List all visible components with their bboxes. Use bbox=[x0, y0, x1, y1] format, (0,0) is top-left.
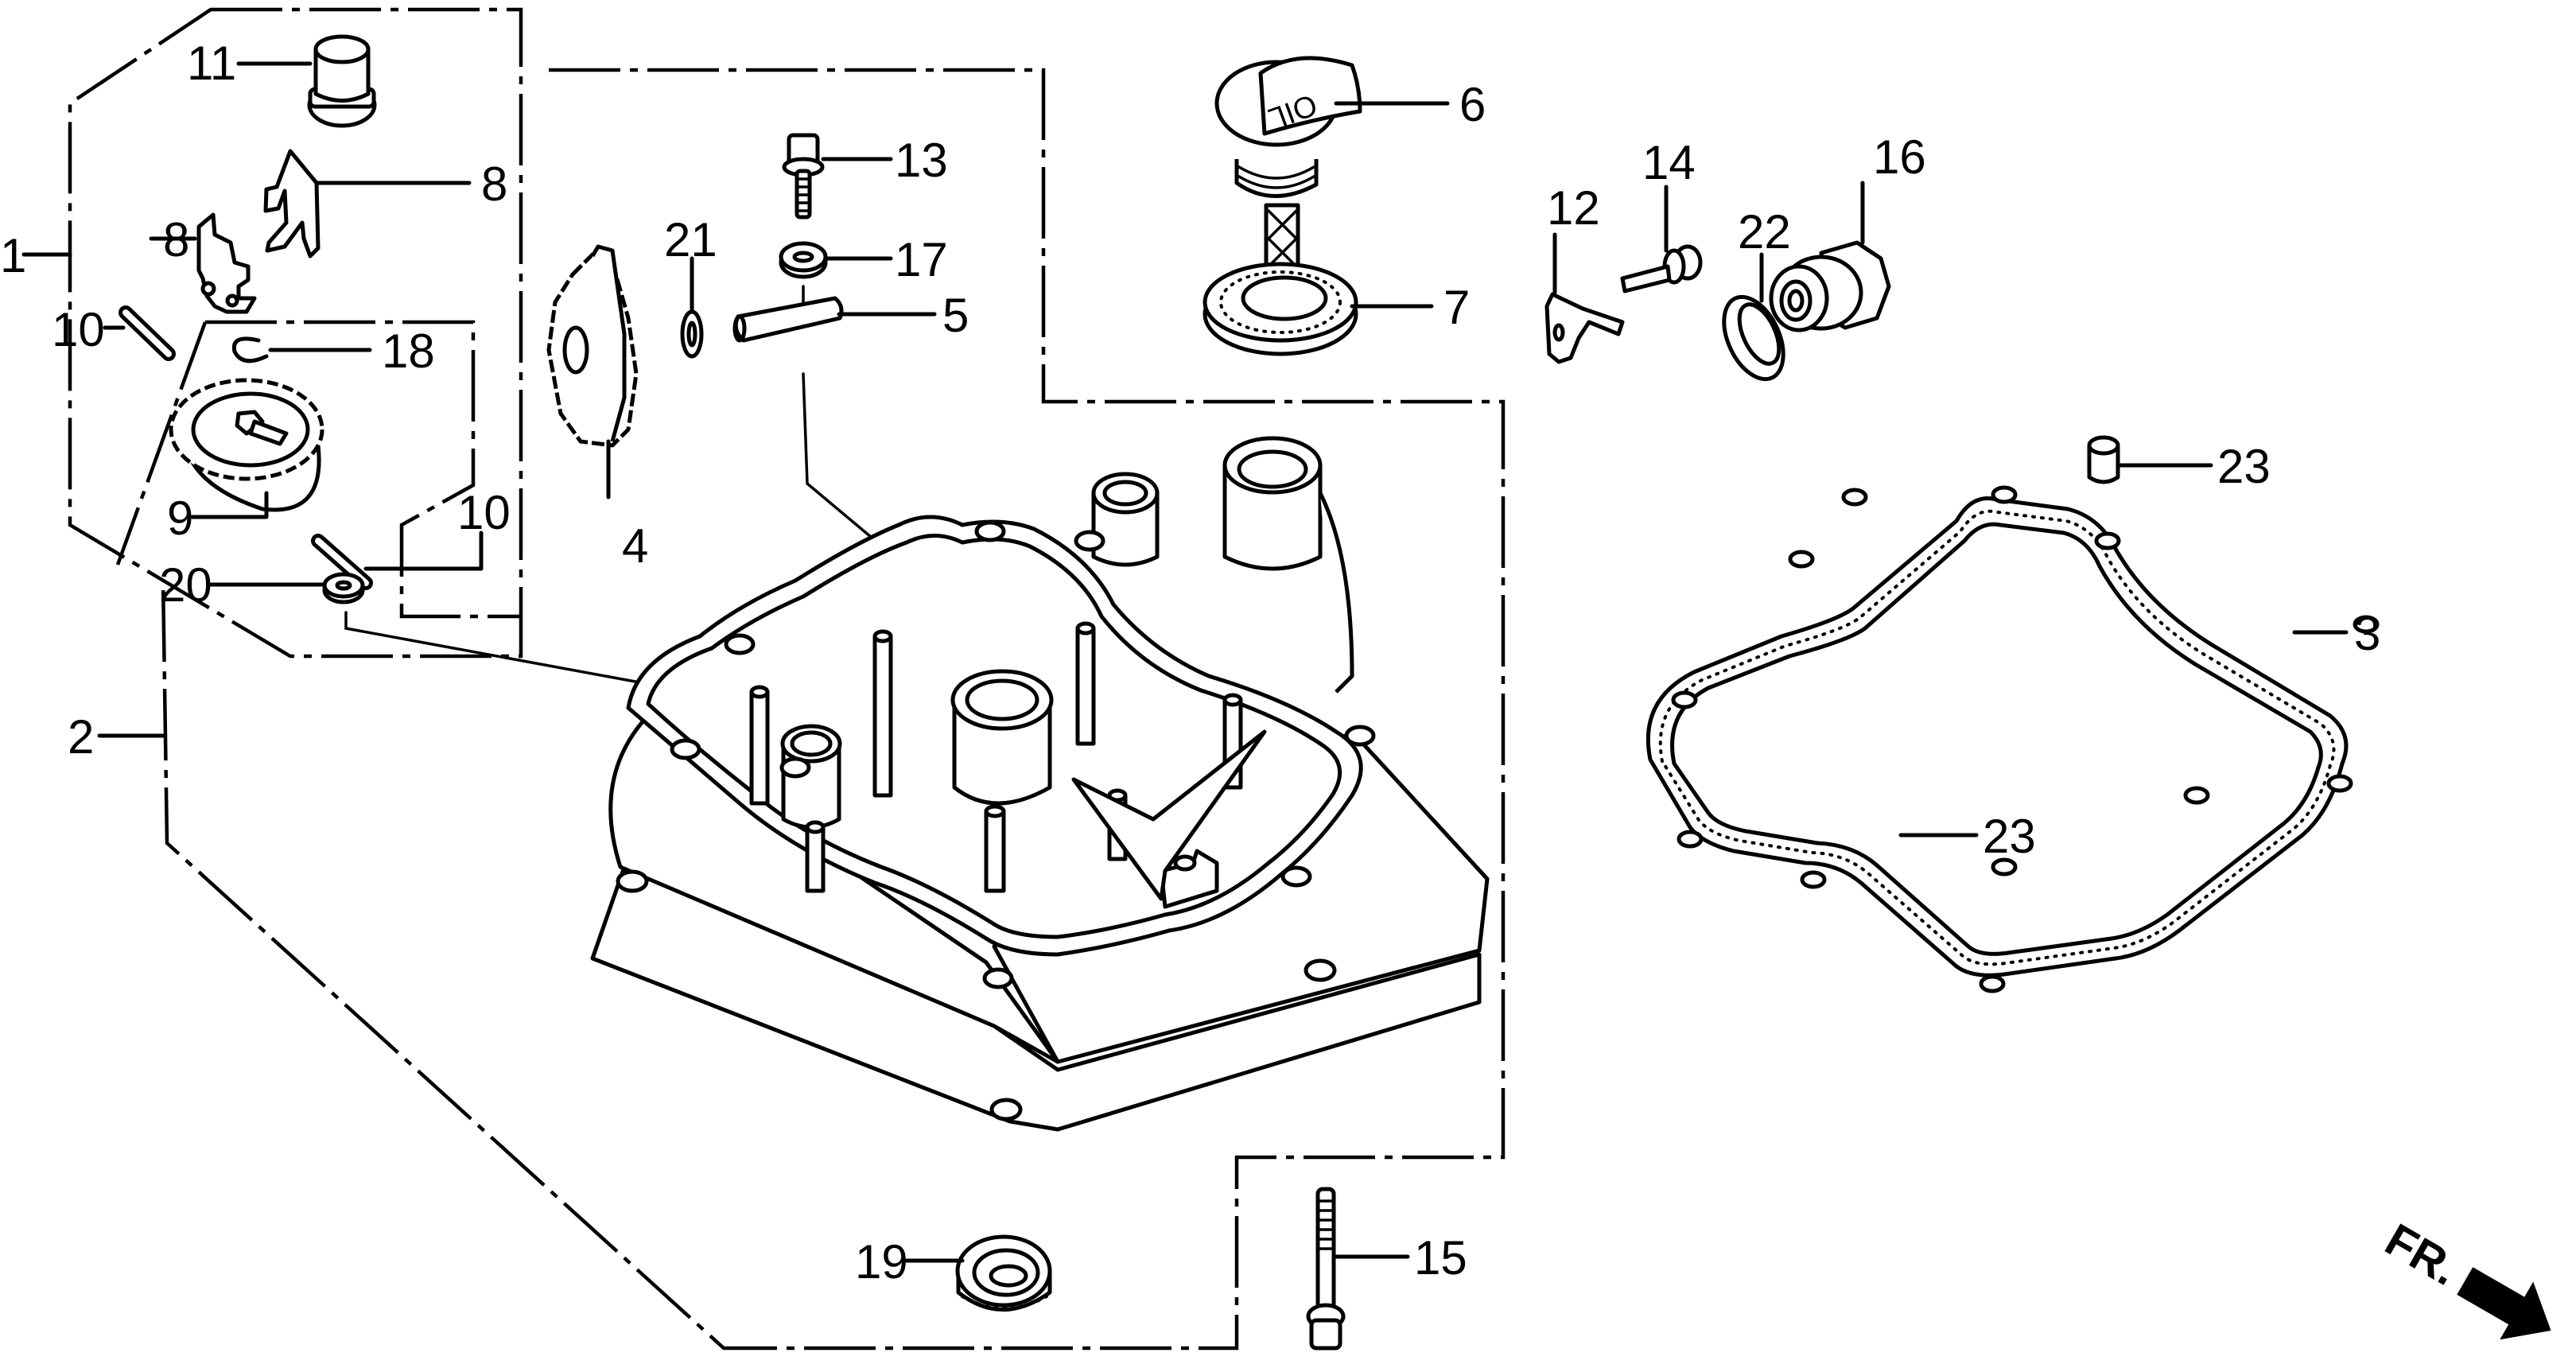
callout-10-right[interactable]: 10 bbox=[457, 486, 511, 539]
part-18-clip bbox=[231, 336, 269, 363]
callout-19[interactable]: 19 bbox=[855, 1235, 908, 1288]
part-7-gasket bbox=[1203, 262, 1358, 356]
part-5-shaft bbox=[732, 296, 844, 343]
callout-11[interactable]: 11 bbox=[187, 37, 236, 90]
part-2-crankcase-cover bbox=[590, 436, 1490, 1132]
gasket-bolt-holes bbox=[1671, 485, 2380, 993]
part-14-screw bbox=[1620, 185, 1703, 293]
callout-1[interactable]: 1 bbox=[0, 229, 26, 282]
part-9-governor-gear bbox=[169, 378, 324, 512]
callout-2[interactable]: 2 bbox=[68, 710, 94, 764]
group-1-boundary bbox=[21, 7, 523, 659]
part-22-washer bbox=[1722, 252, 1785, 382]
part-4-slinger-gear bbox=[546, 244, 639, 499]
callout-4[interactable]: 4 bbox=[622, 519, 648, 573]
group-subassembly-boundary bbox=[115, 320, 521, 619]
callout-13[interactable]: 13 bbox=[895, 134, 948, 187]
callout-9[interactable]: 9 bbox=[167, 492, 193, 545]
part-8-weight-right bbox=[263, 149, 321, 258]
callout-15[interactable]: 15 bbox=[1414, 1231, 1467, 1285]
callout-6[interactable]: 6 bbox=[1459, 78, 1486, 131]
part-8-weight-left bbox=[196, 212, 257, 314]
part-20-washer bbox=[322, 572, 365, 604]
part-3-gasket bbox=[1645, 485, 2380, 993]
part-13-bolt bbox=[782, 133, 825, 220]
callout-23-top[interactable]: 23 bbox=[2217, 440, 2271, 493]
part-15-long-bolt bbox=[1306, 1187, 1346, 1351]
callout-17[interactable]: 17 bbox=[895, 233, 948, 286]
callout-10-left[interactable]: 10 bbox=[52, 303, 105, 356]
callout-16[interactable]: 16 bbox=[1873, 130, 1926, 184]
callout-leaders bbox=[103, 61, 2349, 1263]
callout-20[interactable]: 20 bbox=[159, 558, 212, 612]
part-11-holder bbox=[307, 34, 377, 128]
front-label: FR. bbox=[2377, 1214, 2467, 1296]
callout-22[interactable]: 22 bbox=[1738, 205, 1791, 258]
part-23-dowel-top bbox=[2087, 435, 2120, 484]
callout-3[interactable]: 3 bbox=[2354, 607, 2380, 660]
callout-5[interactable]: 5 bbox=[942, 289, 969, 342]
part-21-washer bbox=[680, 256, 704, 359]
callout-8-right[interactable]: 8 bbox=[481, 157, 507, 211]
callout-23-lower[interactable]: 23 bbox=[1983, 810, 2036, 863]
cover-bolt-bosses bbox=[616, 520, 1376, 1121]
callout-12[interactable]: 12 bbox=[1547, 181, 1600, 235]
part-16-drain-plug bbox=[1769, 181, 1891, 332]
part-6-oil-cap: OIL bbox=[1214, 56, 1362, 271]
callout-21[interactable]: 21 bbox=[664, 213, 717, 266]
arrow-right-down-icon bbox=[2457, 1267, 2551, 1340]
callout-8-left[interactable]: 8 bbox=[163, 213, 189, 266]
part-19-oil-seal bbox=[955, 1234, 1052, 1312]
callout-labels: 11 8 8 1 10 18 9 10 20 2 13 21 17 5 4 6 … bbox=[0, 37, 2380, 1288]
callout-7[interactable]: 7 bbox=[1443, 281, 1470, 334]
part-12-clamp bbox=[1544, 232, 1625, 364]
callout-18[interactable]: 18 bbox=[382, 325, 435, 378]
group-2-boundary bbox=[97, 68, 1506, 1351]
part-17-washer bbox=[779, 241, 828, 279]
front-direction-indicator: FR. bbox=[2377, 1214, 2551, 1340]
callout-14[interactable]: 14 bbox=[1642, 136, 1696, 189]
part-10-pin-left bbox=[119, 305, 176, 361]
